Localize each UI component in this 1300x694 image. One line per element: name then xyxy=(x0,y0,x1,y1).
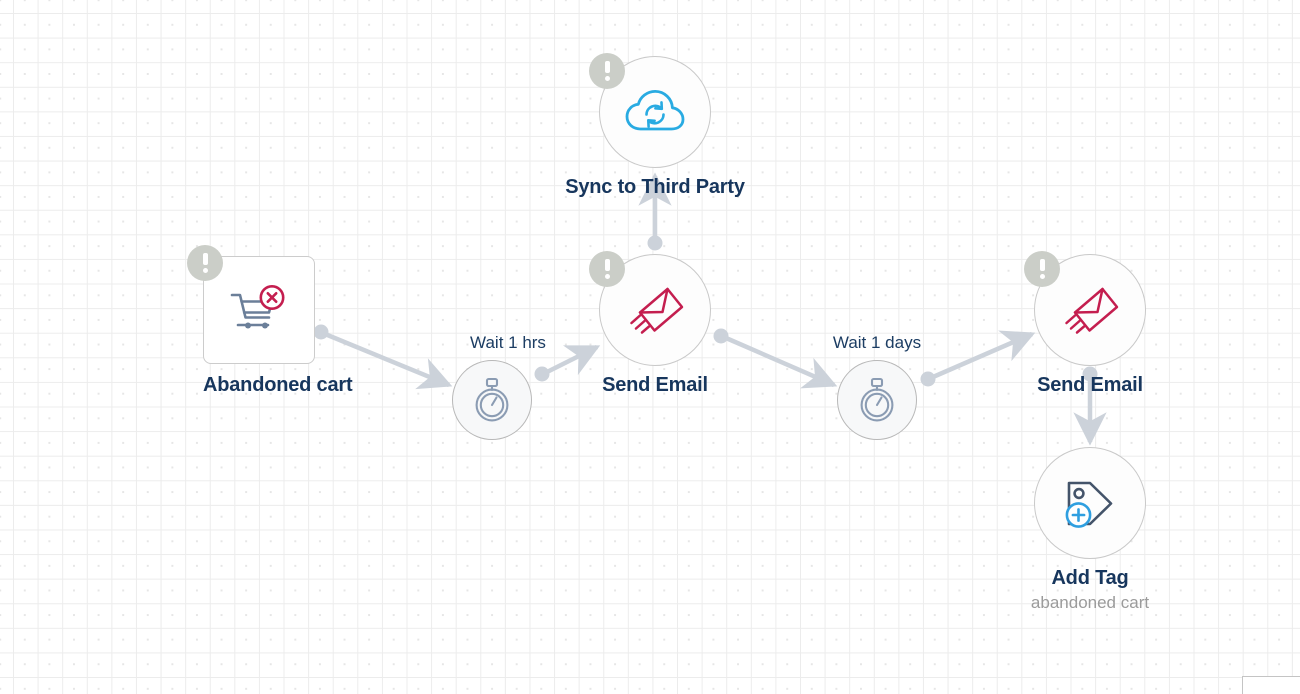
abandoned-cart-node-body[interactable] xyxy=(187,245,315,364)
warning-badge-icon xyxy=(589,53,625,89)
node-add-tag[interactable] xyxy=(1034,447,1146,559)
node-wait-2[interactable] xyxy=(837,360,917,440)
node-send-email-1[interactable] xyxy=(589,251,711,366)
node-send-email-2[interactable] xyxy=(1024,251,1146,366)
node-abandoned-cart[interactable] xyxy=(187,245,315,364)
node-label-send-email-1: Send Email xyxy=(602,374,708,396)
node-sync-third-party[interactable] xyxy=(589,53,711,168)
node-sublabel-add-tag: abandoned cart xyxy=(1030,593,1150,612)
send-email-2-node-body[interactable] xyxy=(1024,251,1146,366)
node-wait-1[interactable] xyxy=(452,360,532,440)
minimap-panel-edge[interactable] xyxy=(1242,676,1300,694)
warning-badge-icon xyxy=(187,245,223,281)
stopwatch-icon xyxy=(475,377,509,422)
node-label-sync-third-party: Sync to Third Party xyxy=(565,176,745,198)
node-label-add-tag: Add Tag xyxy=(1051,567,1129,589)
abandoned-cart-icon xyxy=(230,285,285,329)
stopwatch-icon xyxy=(860,377,894,422)
add-tag-icon xyxy=(1065,481,1113,528)
wait-1-node-body[interactable] xyxy=(452,360,532,440)
cloud-sync-icon xyxy=(625,90,685,131)
warning-badge-icon xyxy=(589,251,625,287)
send-email-icon xyxy=(630,287,684,334)
wait-label-2: Wait 1 days xyxy=(832,333,922,352)
wait-label-1: Wait 1 hrs xyxy=(470,333,546,352)
wait-2-node-body[interactable] xyxy=(837,360,917,440)
add-tag-node-body[interactable] xyxy=(1034,447,1146,559)
send-email-1-node-body[interactable] xyxy=(589,251,711,366)
send-email-icon xyxy=(1065,287,1119,334)
node-label-abandoned-cart: Abandoned cart xyxy=(203,374,353,396)
node-label-send-email-2: Send Email xyxy=(1037,374,1143,396)
warning-badge-icon xyxy=(1024,251,1060,287)
sync-third-party-node-body[interactable] xyxy=(589,53,711,168)
